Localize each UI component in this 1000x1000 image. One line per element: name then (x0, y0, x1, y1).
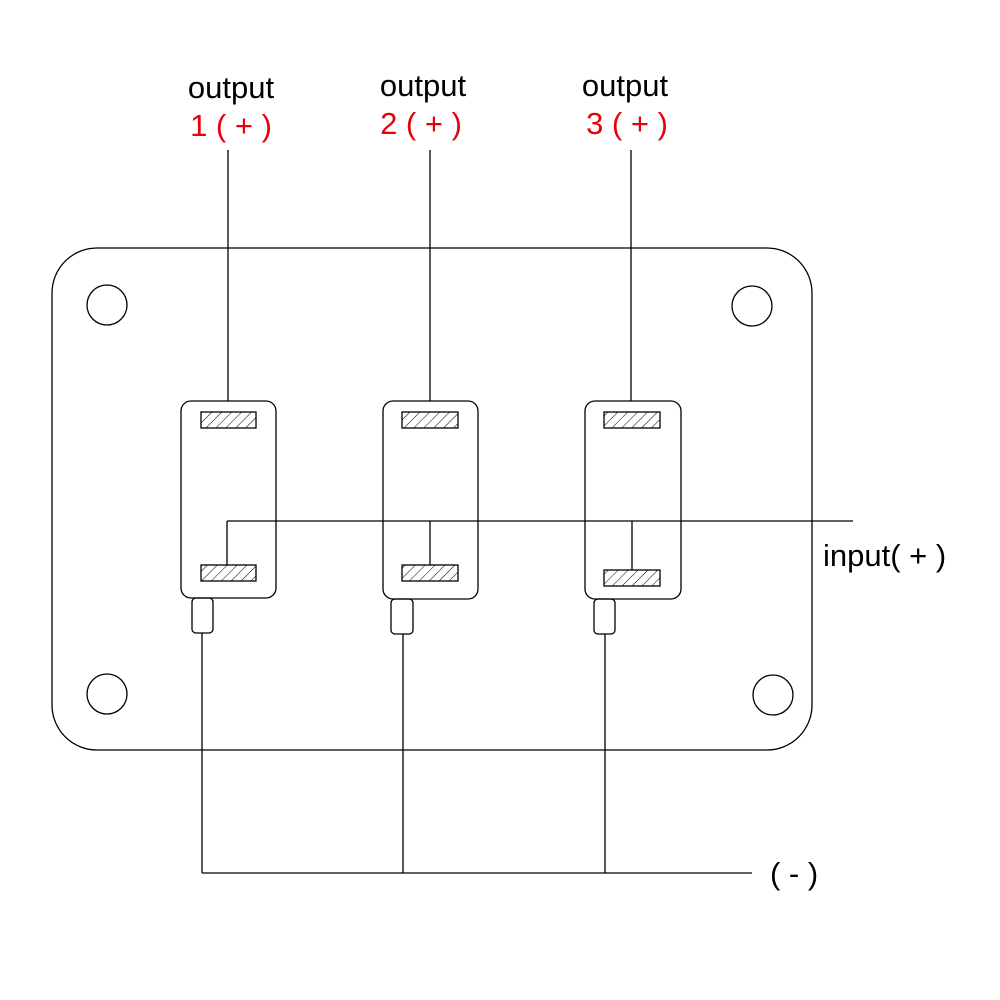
ground-pin (390, 598, 414, 635)
switch-body (584, 400, 682, 600)
ground-pin (191, 597, 214, 634)
input-terminal-icon (401, 564, 459, 582)
output-terminal-icon (401, 411, 459, 429)
ground-pin (593, 598, 616, 635)
mounting-hole-icon (731, 285, 773, 327)
output-title: output (582, 68, 669, 103)
switch-body (180, 400, 277, 599)
output-title: output (188, 70, 275, 105)
switch-1 (180, 400, 277, 634)
ground-bus (201, 633, 752, 874)
mounting-hole-icon (86, 673, 128, 715)
output-label-1: output 1 ( + ) (188, 70, 275, 143)
switch-3 (584, 400, 682, 635)
output-terminal-icon (603, 411, 661, 429)
output-label-3: output 3 ( + ) (582, 68, 669, 141)
switch-2 (382, 400, 479, 635)
output-terminal-icon (200, 411, 257, 429)
output-label-2: output 2 ( + ) (380, 68, 467, 141)
output-number: 2 ( + ) (380, 106, 462, 141)
output-title: output (380, 68, 467, 103)
switch-body (382, 400, 479, 600)
input-terminal-icon (200, 564, 257, 582)
mounting-hole-icon (752, 674, 794, 716)
panel-plate (51, 247, 813, 751)
input-label: input( + ) (823, 538, 946, 573)
input-terminal-icon (603, 569, 661, 587)
output-number: 1 ( + ) (190, 108, 272, 143)
ground-label: ( - ) (770, 856, 818, 891)
output-number: 3 ( + ) (586, 106, 668, 141)
input-bus (226, 520, 853, 570)
mounting-hole-icon (86, 284, 128, 326)
